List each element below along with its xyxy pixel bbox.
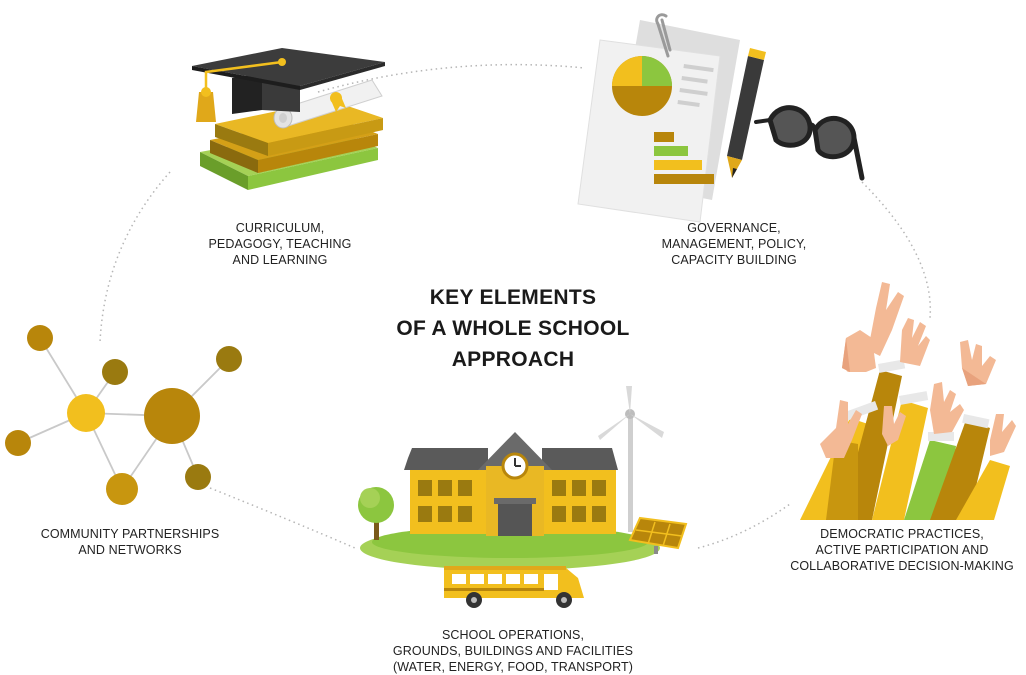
label-line: CURRICULUM, [235, 221, 325, 235]
label-line: PEDAGOGY, TEACHING [208, 237, 352, 251]
label-line: SCHOOL OPERATIONS, [441, 628, 585, 642]
label-line: COLLABORATIVE DECISION-MAKING [790, 559, 1014, 573]
label-line: COMMUNITY PARTNERSHIPS [40, 527, 220, 541]
label-democratic: DEMOCRATIC PRACTICES, ACTIVE PARTICIPATI… [782, 526, 1022, 574]
label-curriculum: CURRICULUM, PEDAGOGY, TEACHING AND LEARN… [190, 220, 370, 268]
title-line: OF A WHOLE SCHOOL [396, 317, 630, 340]
label-governance: GOVERNANCE, MANAGEMENT, POLICY, CAPACITY… [634, 220, 834, 268]
label-line: AND NETWORKS [78, 543, 182, 557]
label-line: GOVERNANCE, [687, 221, 781, 235]
title-line: APPROACH [451, 348, 575, 371]
label-line: ACTIVE PARTICIPATION AND [815, 543, 989, 557]
label-line: MANAGEMENT, POLICY, [661, 237, 807, 251]
connector-top [317, 63, 586, 93]
title-line: KEY ELEMENTS [429, 286, 597, 309]
label-community: COMMUNITY PARTNERSHIPS AND NETWORKS [20, 526, 240, 558]
label-line: DEMOCRATIC PRACTICES, [820, 527, 984, 541]
label-line: AND LEARNING [232, 253, 328, 267]
connector-bottom-right [697, 503, 791, 549]
diagram-title: KEY ELEMENTS OF A WHOLE SCHOOL APPROACH [383, 282, 643, 375]
label-line: CAPACITY BUILDING [671, 253, 797, 267]
label-operations: SCHOOL OPERATIONS, GROUNDS, BUILDINGS AN… [373, 627, 653, 675]
label-line: GROUNDS, BUILDINGS AND FACILITIES [392, 644, 634, 658]
label-line: (WATER, ENERGY, FOOD, TRANSPORT) [392, 660, 634, 674]
connector-bottom-left [209, 487, 356, 549]
